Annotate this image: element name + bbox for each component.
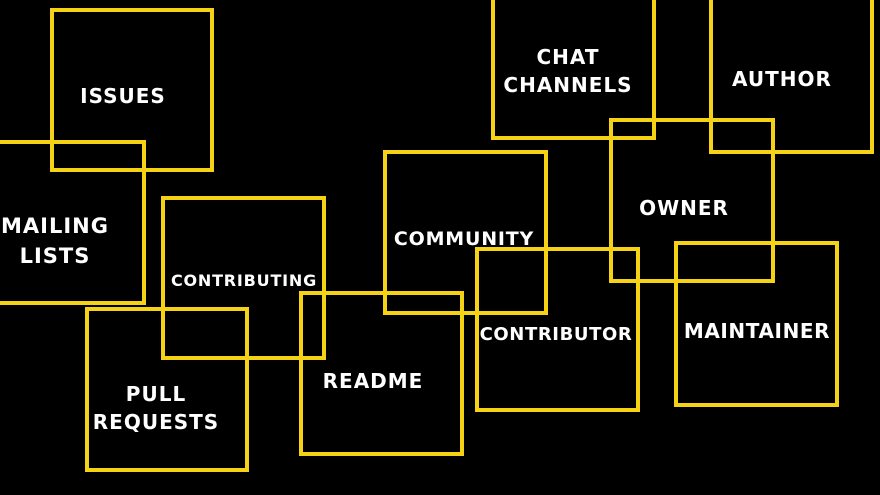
issues-box <box>50 8 214 172</box>
issues-label: ISSUES <box>80 84 166 108</box>
chat-channels-label: CHAT CHANNELS <box>503 45 633 98</box>
mailing-lists-box <box>0 140 146 305</box>
mailing-lists-label: MAILING LISTS <box>1 214 109 268</box>
owner-label: OWNER <box>639 196 729 220</box>
contributing-box <box>161 196 326 360</box>
maintainer-box <box>674 241 839 407</box>
readme-label: README <box>322 369 424 393</box>
contributor-label: CONTRIBUTOR <box>479 324 633 345</box>
author-box <box>709 0 874 154</box>
contributing-label: CONTRIBUTING <box>170 271 318 290</box>
community-label: COMMUNITY <box>393 228 535 250</box>
pull-requests-label: PULL REQUESTS <box>92 382 220 435</box>
chat-channels-box <box>491 0 656 140</box>
readme-box <box>299 291 464 456</box>
contributor-box <box>475 247 640 412</box>
author-label: AUTHOR <box>732 67 832 91</box>
pull-requests-box <box>85 307 249 472</box>
maintainer-label: MAINTAINER <box>683 319 831 343</box>
community-box <box>383 150 548 315</box>
owner-box <box>609 118 775 283</box>
